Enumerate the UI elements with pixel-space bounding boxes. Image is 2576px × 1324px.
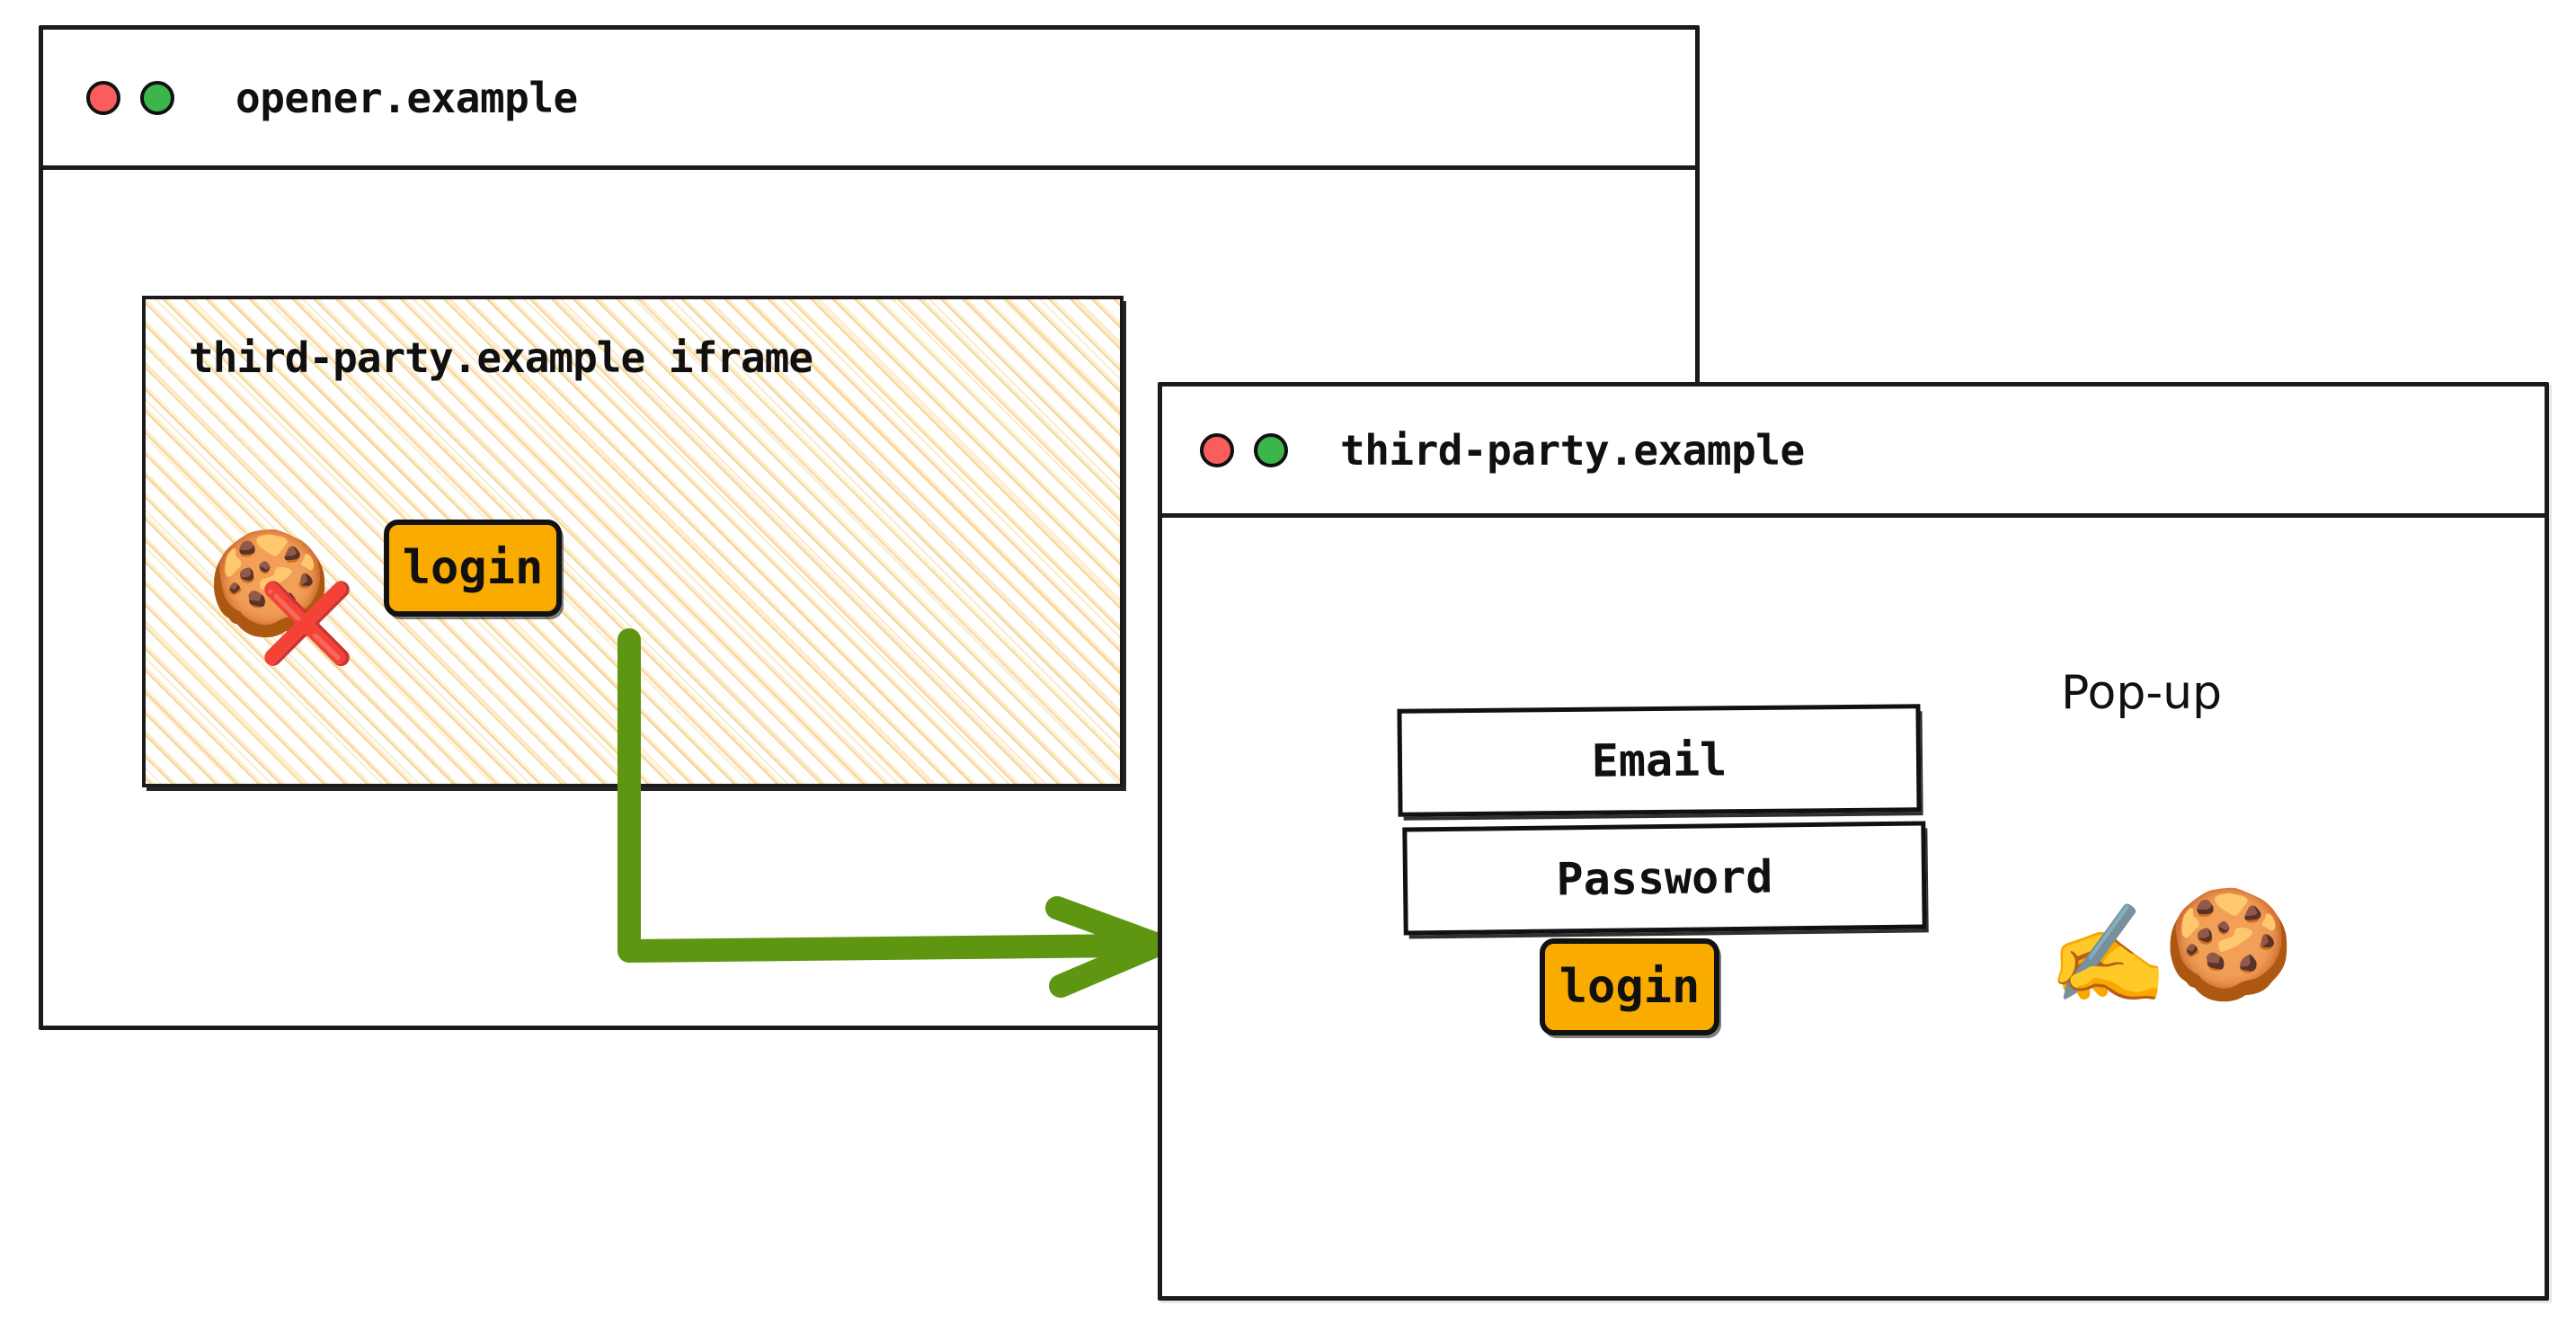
maximize-window-icon[interactable]: [1254, 432, 1288, 467]
email-field-value: Email: [1591, 733, 1728, 787]
close-window-icon[interactable]: [1200, 432, 1234, 467]
popup-login-button-label: login: [1559, 960, 1701, 1014]
cookie-access-group: ✍️ 🍪: [2047, 891, 2389, 1026]
writing-hand-icon: ✍️: [2047, 899, 2169, 1011]
blocked-cookie-group: 🍪 ❌: [207, 533, 378, 668]
third-party-iframe: third-party.example iframe 🍪 ❌ login: [142, 296, 1124, 787]
password-field-value: Password: [1556, 850, 1773, 906]
popup-annotation-label: Pop-up: [2061, 666, 2223, 720]
opener-titlebar: opener.example: [43, 30, 1695, 170]
password-field[interactable]: Password: [1402, 821, 1927, 936]
email-field[interactable]: Email: [1397, 704, 1922, 817]
popup-window-title: third-party.example: [1340, 425, 1805, 475]
close-window-icon[interactable]: [86, 80, 120, 115]
popup-titlebar: third-party.example: [1162, 387, 2545, 518]
iframe-login-button-label: login: [402, 541, 544, 595]
iframe-title-label: third-party.example iframe: [189, 333, 813, 382]
opener-traffic-lights: [86, 80, 174, 115]
popup-login-button[interactable]: login: [1540, 938, 1719, 1035]
cross-mark-icon: ❌: [259, 579, 356, 669]
popup-traffic-lights: [1200, 432, 1288, 467]
popup-window-body: Email Password login Pop-up ✍️ 🍪: [1162, 518, 2545, 1296]
iframe-login-button[interactable]: login: [384, 520, 562, 617]
popup-browser-window: third-party.example Email Password login…: [1158, 382, 2549, 1301]
cookie-icon: 🍪: [207, 525, 333, 642]
opener-window-title: opener.example: [235, 73, 578, 122]
cookie-icon: 🍪: [2163, 882, 2295, 1006]
maximize-window-icon[interactable]: [140, 80, 174, 115]
